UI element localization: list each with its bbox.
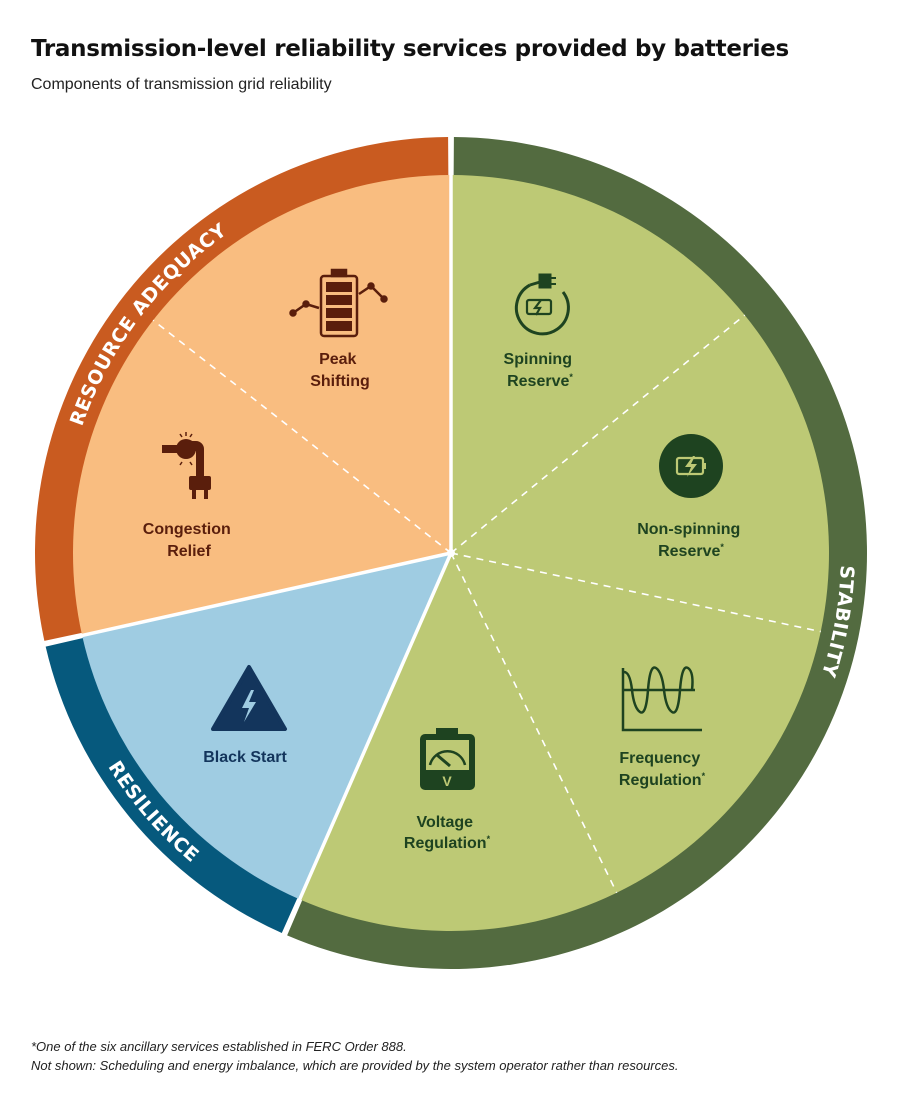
svg-text:V: V [442,773,452,789]
divider-solid [297,552,453,902]
sine-wave-icon [621,666,702,732]
divider-dashed [450,552,821,633]
page-title: Transmission-level reliability services … [31,36,789,62]
service-label-frequency-regulation: Frequency Regulation* [619,750,706,789]
divider-solid [80,551,452,638]
warning-lightning-icon [211,665,287,731]
service-label-congestion-relief: Congestion Relief [143,521,235,560]
divider-dashed [450,314,746,554]
service-label-non-spinning-reserve: Non-spinning Reserve* [637,521,745,560]
spinning-battery-icon [514,273,570,336]
battery-circle-icon [659,434,723,498]
service-label-spinning-reserve: Spinning Reserve* [504,351,577,390]
service-label-peak-shifting: Peak Shifting [310,351,370,390]
voltmeter-icon: V [420,728,475,790]
footnote-not-shown: Not shown: Scheduling and energy imbalan… [31,1058,679,1073]
center-dot [447,549,455,557]
service-label-voltage-regulation: Voltage Regulation* [404,814,491,852]
battery-peak-icon [289,268,388,338]
congested-plug-icon [162,432,211,499]
divider-dashed [450,552,618,894]
footnote-ancillary: *One of the six ancillary services estab… [31,1039,407,1054]
service-label-black-start: Black Start [203,749,287,766]
page-subtitle: Components of transmission grid reliabil… [31,76,332,93]
divider-dashed [152,319,452,554]
